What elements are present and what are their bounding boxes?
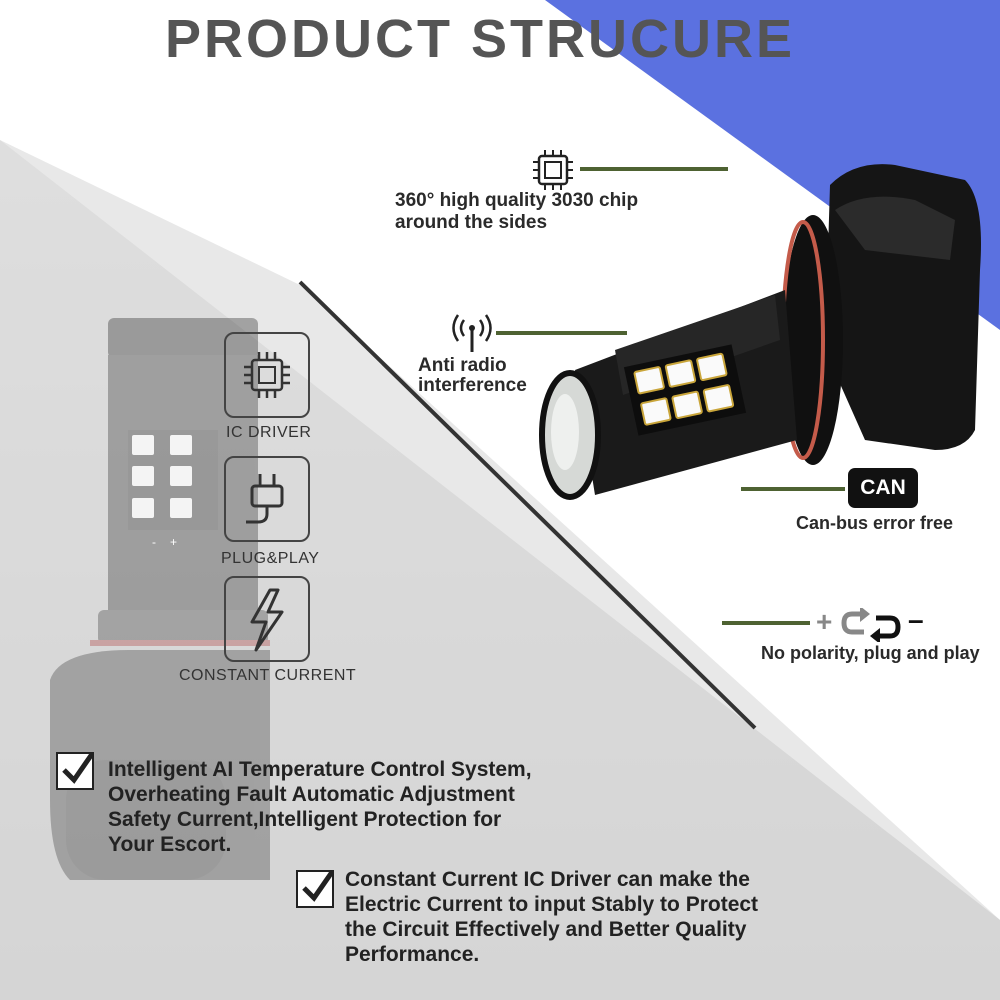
can-badge: CAN — [848, 468, 918, 508]
paragraph-line: Performance. — [345, 943, 480, 966]
checkbox-icon — [296, 870, 334, 908]
feature-ic-driver — [224, 332, 310, 418]
ic-driver-icon — [244, 352, 290, 398]
paragraph-constant-current: Constant Current IC Driver can make the … — [345, 867, 758, 967]
polarity-minus: – — [908, 604, 924, 635]
feature-label-ic-driver: IC DRIVER — [226, 424, 312, 441]
radio-callout-line2: interference — [418, 375, 527, 396]
radio-callout-text: Anti radio interference — [418, 356, 527, 396]
feature-plug-play — [224, 456, 310, 542]
bulb-minus-mark: - — [152, 535, 156, 549]
feature-constant-current — [224, 576, 310, 662]
arrows-icon — [841, 608, 901, 642]
paragraph-line: Electric Current to input Stably to Prot… — [345, 893, 759, 916]
polarity-icon: + – — [816, 604, 928, 644]
polarity-label: No polarity, plug and play — [761, 643, 980, 663]
divider-line — [298, 280, 757, 730]
paragraph-line: the Circuit Effectively and Better Quali… — [345, 918, 747, 941]
feature-label-plug-play: PLUG&PLAY — [221, 550, 320, 567]
page-title: PRODUCT STRUCURE — [164, 9, 795, 69]
paragraph-ai-temperature: Intelligent AI Temperature Control Syste… — [108, 757, 532, 857]
chip-icon — [533, 150, 573, 190]
polarity-plus: + — [816, 606, 833, 637]
chip-callout-line1: 360° high quality 3030 chip — [395, 190, 639, 211]
paragraph-line: Safety Current,Intelligent Protection fo… — [108, 808, 502, 831]
paragraph-line: Overheating Fault Automatic Adjustment — [108, 783, 515, 806]
lightning-icon — [250, 588, 284, 652]
canbus-label: Can-bus error free — [796, 513, 954, 533]
antenna-icon — [452, 314, 492, 352]
main-bulb-image — [539, 164, 981, 500]
paragraph-line: Intelligent AI Temperature Control Syste… — [108, 758, 532, 781]
paragraph-line: Constant Current IC Driver can make the — [345, 868, 750, 891]
paragraph-line: Your Escort. — [108, 833, 232, 856]
plug-icon — [246, 474, 284, 524]
checkbox-icon — [56, 752, 94, 790]
chip-callout-text: 360° high quality 3030 chip around the s… — [395, 190, 638, 234]
feature-label-constant-current: CONSTANT CURRENT — [179, 667, 357, 684]
radio-callout-line1: Anti radio — [418, 355, 507, 376]
chip-callout-line2: around the sides — [395, 212, 548, 233]
bulb-plus-mark: + — [170, 535, 177, 549]
